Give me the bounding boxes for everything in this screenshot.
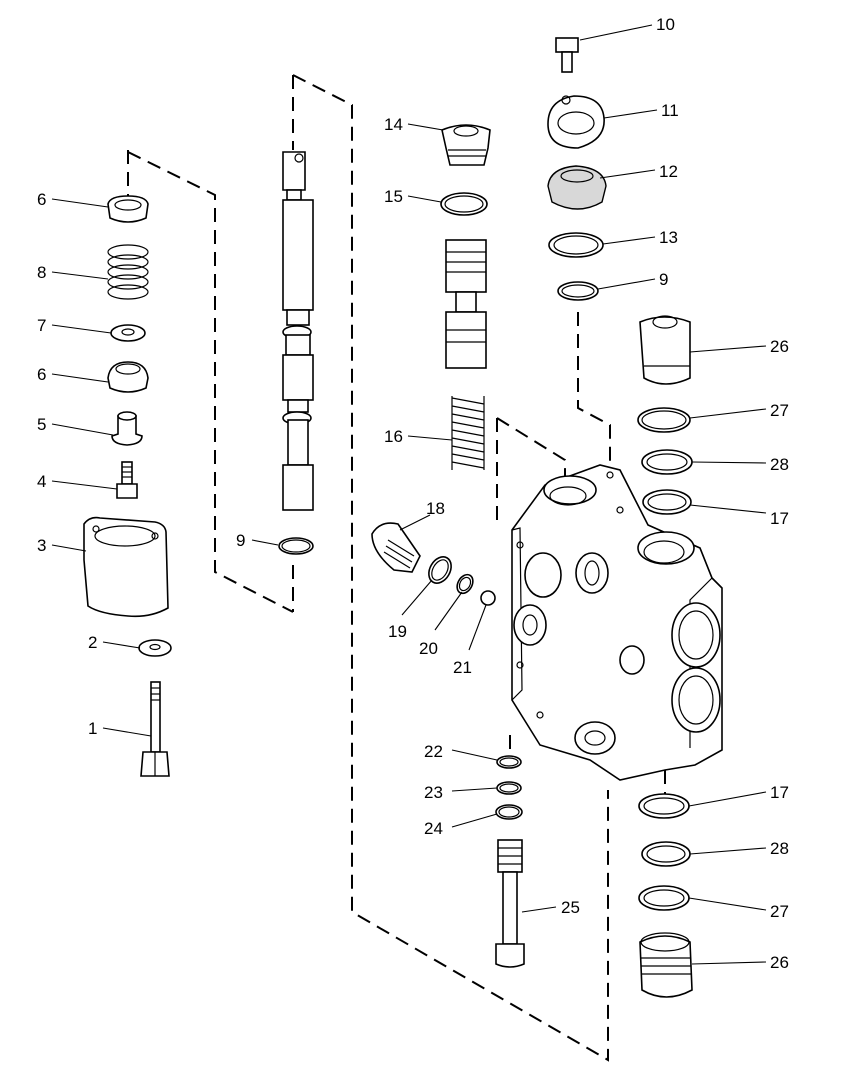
part-17-upper-ring — [642, 489, 692, 515]
callout-24: 24 — [424, 819, 443, 838]
part-9-oring-left — [278, 537, 314, 555]
part-11-flange — [547, 95, 605, 149]
callout-5: 5 — [37, 415, 46, 434]
part-14-plug — [441, 124, 491, 166]
part-26-upper-plug — [639, 315, 691, 385]
callout-labels: 10 11 14 12 15 13 9 26 27 16 28 17 18 9 … — [37, 15, 789, 972]
part-23-oring — [496, 781, 522, 795]
part-28-lower-ring — [641, 841, 691, 867]
callout-10: 10 — [656, 15, 675, 34]
part-10-bolt — [555, 37, 579, 73]
part-18-relief-valve — [371, 522, 421, 573]
callout-7: 7 — [37, 316, 46, 335]
callout-11: 11 — [661, 101, 679, 120]
callout-22: 22 — [424, 742, 443, 761]
callout-15: 15 — [384, 187, 403, 206]
callout-25: 25 — [561, 898, 580, 917]
callout-1: 1 — [88, 719, 97, 738]
callout-18: 18 — [426, 499, 445, 518]
part-3-housing — [83, 516, 169, 618]
callout-9-right: 9 — [659, 270, 668, 289]
callout-16: 16 — [384, 427, 403, 446]
valve-body — [511, 464, 723, 781]
part-20-oring — [456, 573, 474, 595]
part-15-oring — [440, 192, 488, 216]
spool-assembly — [282, 151, 314, 511]
part-17-lower-ring — [638, 793, 690, 819]
callout-6-lower: 6 — [37, 365, 46, 384]
callout-2: 2 — [88, 633, 97, 652]
callout-17-lower: 17 — [770, 783, 789, 802]
part-16-plunger — [445, 239, 487, 369]
part-25-check-valve — [495, 839, 525, 968]
callout-21: 21 — [453, 658, 472, 677]
part-24-oring — [495, 804, 523, 820]
part-1-bolt — [140, 681, 170, 777]
callout-19: 19 — [388, 622, 407, 641]
callout-3: 3 — [37, 536, 46, 555]
callout-27-upper: 27 — [770, 401, 789, 420]
callout-26-upper: 26 — [770, 337, 789, 356]
part-6-lower-cap — [107, 361, 149, 393]
part-9-oring-right — [557, 281, 599, 301]
callout-23: 23 — [424, 783, 443, 802]
part-27-lower-ring — [638, 885, 690, 911]
part-8-spring — [107, 244, 149, 300]
callout-28-upper: 28 — [770, 455, 789, 474]
part-26-lower-plug — [639, 932, 693, 998]
callout-12: 12 — [659, 162, 678, 181]
part-2-washer — [138, 639, 172, 657]
callout-4: 4 — [37, 472, 46, 491]
part-4-screw — [116, 461, 138, 499]
callout-28-lower: 28 — [770, 839, 789, 858]
part-13-oring — [548, 232, 604, 258]
part-7-washer — [110, 324, 146, 342]
leader-lines — [51, 24, 767, 965]
callout-20: 20 — [419, 639, 438, 658]
callout-14: 14 — [384, 115, 403, 134]
callout-13: 13 — [659, 228, 678, 247]
callout-9-left: 9 — [236, 531, 245, 550]
callout-27-lower: 27 — [770, 902, 789, 921]
part-6-top-cap — [107, 195, 149, 223]
part-28-upper-ring — [641, 449, 693, 475]
callout-6-top: 6 — [37, 190, 46, 209]
callout-8: 8 — [37, 263, 46, 282]
part-22-oring — [496, 755, 522, 769]
part-16-spring — [451, 396, 485, 470]
part-12-cap — [547, 165, 607, 210]
part-21-ball — [480, 590, 496, 606]
assembly-dash-lines — [127, 74, 666, 1062]
callout-17-upper: 17 — [770, 509, 789, 528]
part-5-bushing — [111, 411, 143, 446]
part-27-upper-ring — [637, 407, 691, 433]
callout-26-lower: 26 — [770, 953, 789, 972]
part-19-oring — [428, 556, 452, 584]
